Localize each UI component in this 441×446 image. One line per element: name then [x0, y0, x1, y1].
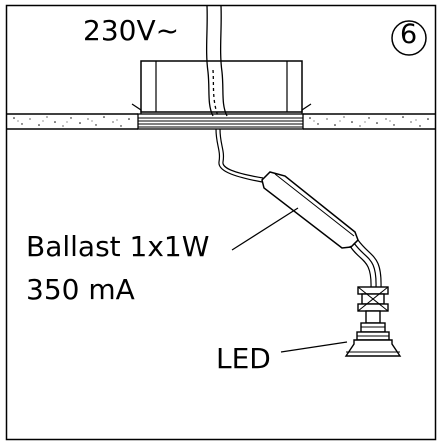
ceiling-slab	[7, 113, 435, 130]
voltage-label: 230V~	[83, 14, 180, 47]
step-number-circle	[391, 20, 427, 56]
led-leader-line	[280, 341, 348, 353]
ballast-leader-line	[231, 207, 299, 251]
ballast-label-line2: 350 mA	[26, 273, 135, 306]
ballast-input-wires	[215, 128, 264, 183]
diagram-frame	[5, 4, 437, 441]
mains-cable	[205, 5, 228, 117]
ceiling-housing	[131, 60, 312, 130]
ballast-body	[261, 171, 359, 249]
led-label: LED	[216, 342, 271, 375]
ballast-output-wires	[349, 239, 382, 289]
led-spot	[344, 286, 402, 357]
ballast-label-line1: Ballast 1x1W	[26, 230, 210, 263]
step-number: 6	[400, 19, 418, 50]
